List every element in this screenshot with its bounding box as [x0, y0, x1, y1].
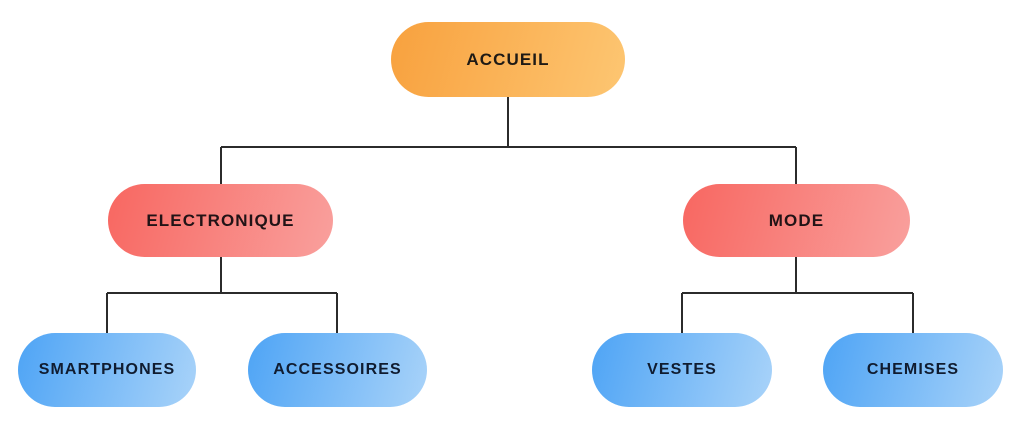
connector-mode-to-children	[681, 257, 914, 333]
node-vestes: VESTES	[592, 333, 772, 407]
node-accessoires: ACCESSOIRES	[248, 333, 427, 407]
node-chemises-label: CHEMISES	[866, 361, 960, 378]
node-accueil-label: ACCUEIL	[466, 49, 550, 69]
node-accessoires-label: ACCESSOIRES	[273, 361, 402, 378]
node-smartphones-label: SMARTPHONES	[38, 361, 176, 378]
node-accueil: ACCUEIL	[391, 22, 625, 97]
node-electronique: ELECTRONIQUE	[108, 184, 333, 257]
node-electronique-label: ELECTRONIQUE	[146, 210, 295, 230]
node-mode-label: MODE	[768, 210, 825, 230]
node-smartphones: SMARTPHONES	[18, 333, 196, 407]
node-vestes-label: VESTES	[647, 361, 717, 378]
connector-root-to-level2	[220, 97, 797, 184]
connector-electronique-to-children	[106, 257, 338, 333]
node-mode: MODE	[683, 184, 910, 257]
node-chemises: CHEMISES	[823, 333, 1003, 407]
